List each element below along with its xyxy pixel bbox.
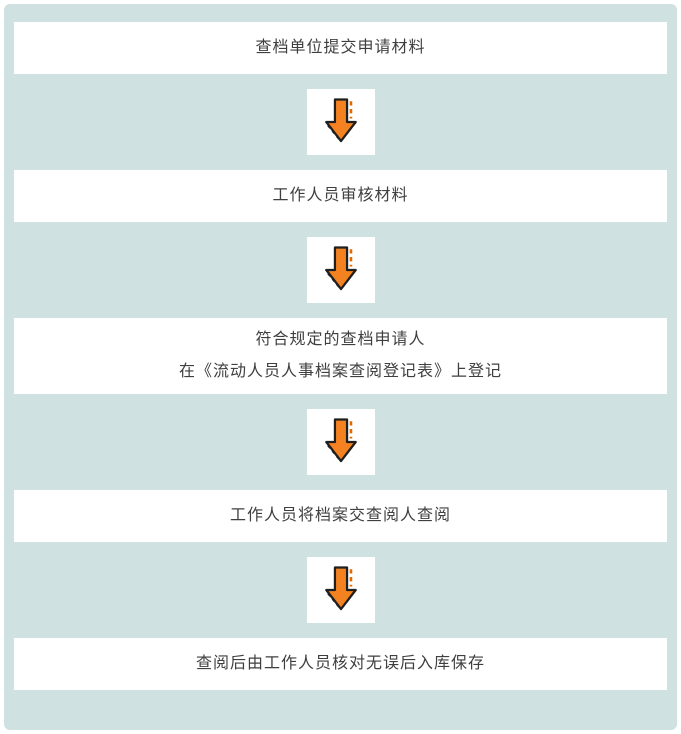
flow-step-5: 查阅后由工作人员核对无误后入库保存 [14, 638, 667, 690]
down-arrow-icon [306, 89, 375, 155]
down-arrow-icon [306, 409, 375, 475]
down-arrow-icon [306, 557, 375, 623]
step-text: 查档单位提交申请材料 [255, 39, 426, 56]
step-text: 符合规定的查档申请人 [255, 331, 426, 348]
step-text: 工作人员将档案交查阅人查阅 [229, 507, 451, 524]
flow-step-2: 工作人员审核材料 [14, 170, 667, 222]
flow-step-1: 查档单位提交申请材料 [14, 22, 667, 74]
step-text: 在《流动人员人事档案查阅登记表》上登记 [178, 363, 502, 380]
flowchart: 查档单位提交申请材料 工作人员审核材料 符合规定的查档申请人 在《流动人员人事档… [4, 4, 677, 730]
step-text: 查阅后由工作人员核对无误后入库保存 [195, 655, 485, 672]
flow-step-3: 符合规定的查档申请人 在《流动人员人事档案查阅登记表》上登记 [14, 318, 667, 394]
step-text: 工作人员审核材料 [272, 187, 409, 204]
flow-step-4: 工作人员将档案交查阅人查阅 [14, 490, 667, 542]
down-arrow-icon [306, 237, 375, 303]
